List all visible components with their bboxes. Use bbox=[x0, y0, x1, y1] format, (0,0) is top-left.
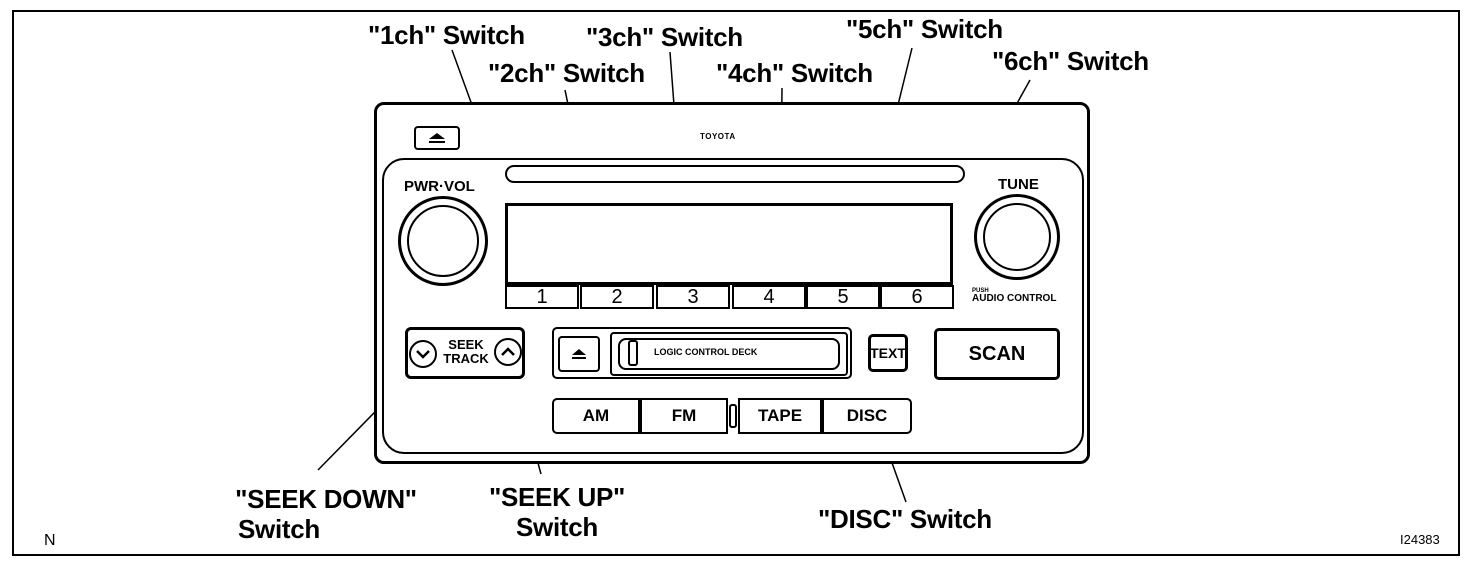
preset-3-button[interactable]: 3 bbox=[656, 285, 730, 309]
callout-seek-down-line2: Switch bbox=[238, 514, 320, 544]
figure-frame bbox=[12, 10, 1460, 556]
preset-5-button[interactable]: 5 bbox=[806, 285, 880, 309]
tape-eject-button[interactable] bbox=[558, 336, 600, 372]
text-button[interactable]: TEXT bbox=[868, 334, 908, 372]
fm-button[interactable]: FM bbox=[640, 398, 728, 434]
am-button[interactable]: AM bbox=[552, 398, 640, 434]
callout-3ch: "3ch" Switch bbox=[586, 22, 743, 52]
cd-slot bbox=[505, 165, 965, 183]
callout-5ch: "5ch" Switch bbox=[846, 14, 1003, 44]
preset-1-button[interactable]: 1 bbox=[505, 285, 579, 309]
eject-icon bbox=[572, 349, 586, 359]
callout-4ch: "4ch" Switch bbox=[716, 58, 873, 88]
chevron-down-icon bbox=[416, 350, 430, 359]
tape-door bbox=[610, 332, 848, 376]
audio-control-label: AUDIO CONTROL bbox=[972, 293, 1057, 304]
source-divider-indicator bbox=[729, 404, 737, 428]
callout-seek-up-line2: Switch bbox=[516, 512, 598, 542]
seek-down-button[interactable] bbox=[409, 340, 437, 368]
tape-deck bbox=[552, 327, 852, 379]
lcd-display bbox=[505, 203, 953, 285]
preset-6-button[interactable]: 6 bbox=[880, 285, 954, 309]
seek-up-button[interactable] bbox=[494, 338, 522, 366]
tape-indicator bbox=[628, 340, 638, 366]
callout-6ch: "6ch" Switch bbox=[992, 46, 1149, 76]
eject-icon bbox=[429, 133, 445, 143]
scan-button[interactable]: SCAN bbox=[934, 328, 1060, 380]
preset-2-button[interactable]: 2 bbox=[580, 285, 654, 309]
preset-4-button[interactable]: 4 bbox=[732, 285, 806, 309]
chevron-up-icon bbox=[501, 347, 515, 356]
head-unit-face bbox=[382, 158, 1084, 454]
figure-id: I24383 bbox=[1400, 532, 1440, 547]
corner-letter: N bbox=[44, 532, 56, 549]
callout-1ch: "1ch" Switch bbox=[368, 20, 525, 50]
tape-button[interactable]: TAPE bbox=[738, 398, 822, 434]
callout-seek-up: "SEEK UP" Switch bbox=[482, 482, 632, 542]
seek-label: SEEK bbox=[448, 337, 484, 352]
callout-seek-down-line1: "SEEK DOWN" bbox=[235, 484, 417, 514]
tune-label: TUNE bbox=[998, 176, 1039, 193]
callout-seek-up-line1: "SEEK UP" bbox=[488, 482, 626, 512]
disc-button[interactable]: DISC bbox=[822, 398, 912, 434]
track-label: TRACK bbox=[443, 351, 489, 366]
tape-slot bbox=[618, 338, 840, 370]
callout-2ch: "2ch" Switch bbox=[488, 58, 645, 88]
push-label: PUSH bbox=[972, 288, 989, 294]
seek-track-switch bbox=[405, 327, 525, 379]
callout-seek-down: "SEEK DOWN" Switch bbox=[228, 484, 424, 544]
cd-eject-button[interactable] bbox=[414, 126, 460, 150]
pwr-vol-knob[interactable] bbox=[398, 196, 488, 286]
seek-track-label: SEEK TRACK bbox=[438, 338, 494, 366]
pwr-vol-label: PWR·VOL bbox=[404, 178, 475, 195]
brand-label: TOYOTA bbox=[700, 132, 736, 141]
tune-knob[interactable] bbox=[974, 194, 1060, 280]
callout-disc: "DISC" Switch bbox=[818, 504, 992, 534]
logic-control-deck-label: LOGIC CONTROL DECK bbox=[654, 347, 758, 357]
